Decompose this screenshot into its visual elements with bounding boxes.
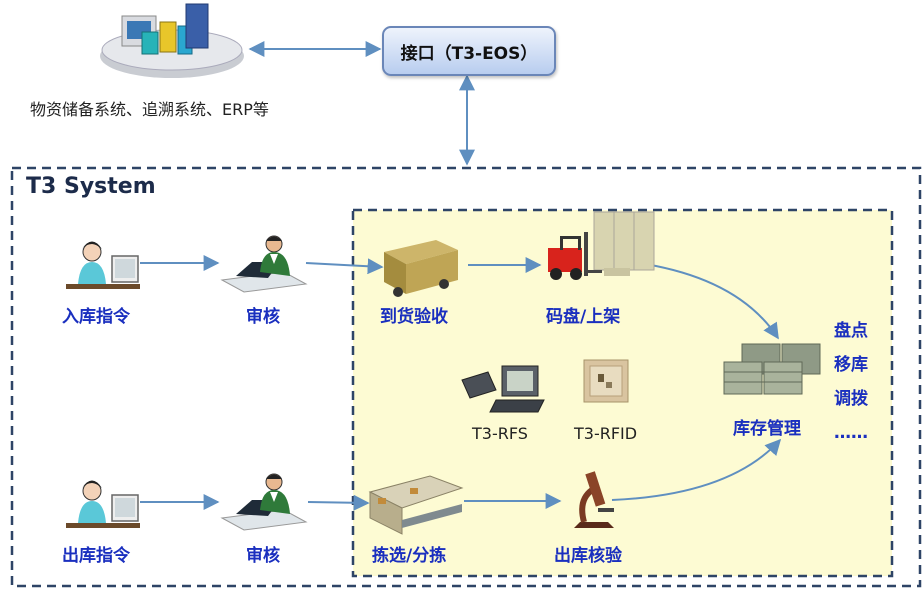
function-item: 调拨 [834,389,868,409]
warehouse-icon [723,343,821,395]
arrow-out-review-pick [307,494,370,511]
database-icon [100,3,244,78]
receive-label: 到货验收 [380,307,448,327]
rfid-label: T3-RFID [574,424,638,443]
inventory-label: 库存管理 [733,419,801,439]
conveyor-icon [368,475,464,535]
shelve-label: 码盘/上架 [546,307,621,327]
operator-icon [66,241,140,289]
outbound-review-label: 审核 [246,546,280,566]
function-item: 盘点 [834,321,868,341]
inbound-order-label: 入库指令 [62,307,130,327]
forklift-icon [548,211,655,280]
inventory-functions: 盘点 移库 调拨 …… [834,314,868,450]
reviewer-icon [220,473,308,531]
function-item: 移库 [834,355,868,375]
reviewer-icon [220,235,308,293]
rfid-tag-icon [583,359,629,403]
check-label: 出库核验 [554,546,622,566]
inbound-review-label: 审核 [246,307,280,327]
microscope-icon [574,471,614,528]
truck-icon [384,240,458,297]
outbound-order-label: 出库指令 [62,546,130,566]
system-title: T3 System [26,174,156,199]
interface-box: 接口（T3-EOS） [382,26,556,76]
arrow-in-review-receive [305,258,384,275]
pick-label: 拣选/分拣 [372,546,447,566]
arrow-shelve-inventory [644,263,779,340]
arrow-check-inventory [611,438,782,501]
operator-icon [66,480,140,528]
interface-label: 接口（T3-EOS） [400,43,538,64]
terminal-icon [461,365,545,413]
function-item: …… [834,423,868,443]
rfs-label: T3-RFS [472,424,528,443]
system-frame [10,166,922,588]
external-systems-label: 物资储备系统、追溯系统、ERP等 [30,100,269,119]
